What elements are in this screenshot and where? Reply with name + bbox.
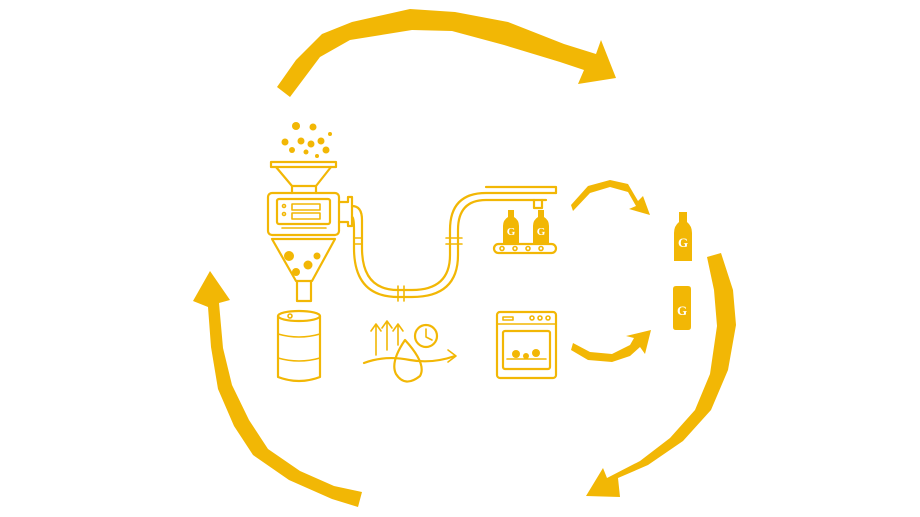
aging-process-icon — [362, 320, 457, 383]
cycle-arrow-left-icon — [193, 271, 362, 507]
small-arrow-lower-icon — [571, 330, 651, 362]
cycle-arrow-top-icon — [277, 9, 616, 97]
svg-text:G: G — [537, 226, 546, 238]
bottling-conveyor-icon: G G — [492, 210, 558, 255]
conveyor-bottle-1: G — [503, 210, 519, 243]
barrel-icon — [276, 309, 322, 383]
grinder-machine-icon — [266, 160, 354, 303]
svg-text:G: G — [507, 226, 516, 238]
can-icon: G — [673, 286, 691, 330]
oven-icon — [495, 310, 558, 380]
hops-icon — [281, 122, 332, 158]
svg-text:G: G — [678, 235, 688, 250]
bottle-icon: G — [674, 212, 692, 261]
conveyor-bottle-2: G — [533, 210, 549, 243]
small-arrow-upper-icon — [571, 180, 650, 215]
cycle-arrow-right-icon — [586, 253, 736, 497]
svg-text:G: G — [677, 303, 687, 318]
pipe-icon — [350, 185, 558, 302]
